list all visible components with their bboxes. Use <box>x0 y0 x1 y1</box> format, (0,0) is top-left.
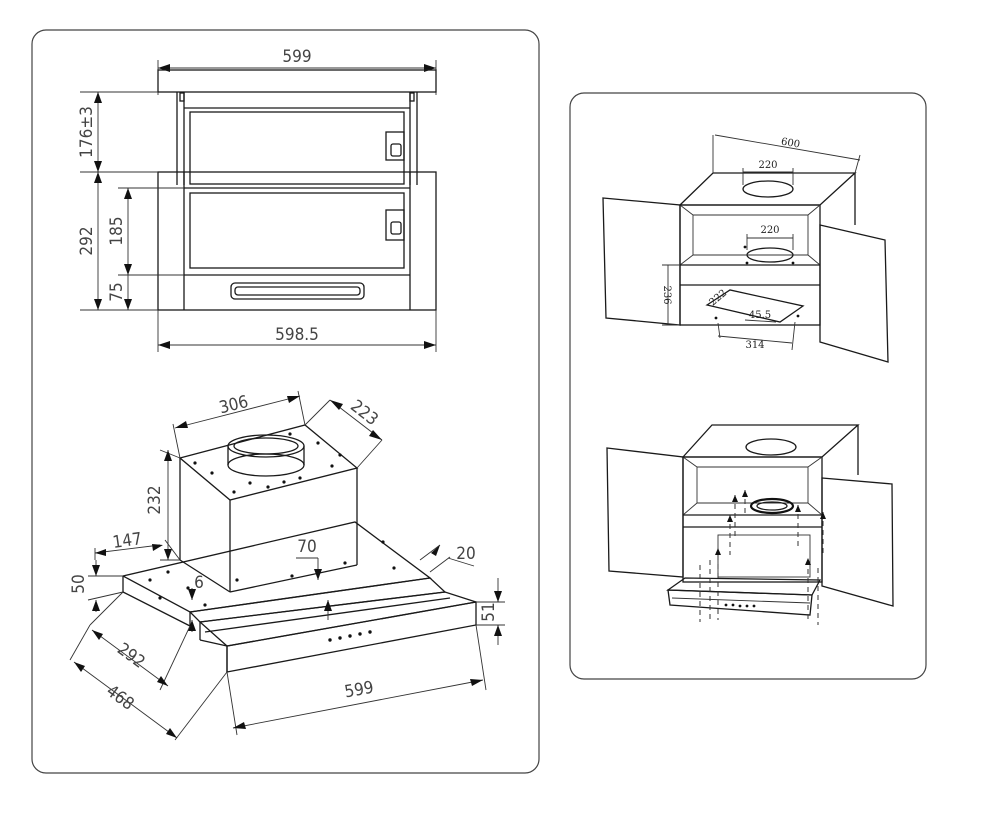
dim-offset-70: 70 <box>297 537 316 557</box>
dim-mid-height: 185 <box>107 216 127 245</box>
dim-front-height: 51 <box>479 602 499 621</box>
dim-width-bottom: 598.5 <box>275 325 319 345</box>
cabinet-install-view <box>606 424 894 625</box>
dim-top-height: 176±3 <box>77 106 97 158</box>
dim-offset-20: 20 <box>456 544 475 564</box>
dim-slot-314: 314 <box>745 340 764 351</box>
dim-shelf-hole: 220 <box>760 225 779 236</box>
dim-bottom-height: 75 <box>107 282 127 301</box>
dim-top-hole: 220 <box>758 160 777 171</box>
cabinet-top-view: 220 220 600 236 314 222 45.5 <box>602 134 889 363</box>
dim-slot-45-5: 45.5 <box>749 310 771 321</box>
left-panel <box>31 29 540 774</box>
dim-body-height: 50 <box>69 574 89 593</box>
dim-motor-height: 232 <box>145 485 165 514</box>
dim-width-top: 599 <box>282 47 311 67</box>
dim-total-height: 292 <box>77 226 97 255</box>
right-panel <box>569 92 927 680</box>
front-view: 599 176±3 <box>77 47 437 352</box>
dim-cabinet-width: 600 <box>780 136 801 150</box>
dim-offset-6: 6 <box>194 573 204 593</box>
dim-offset-147: 147 <box>111 529 143 553</box>
dim-cabinet-height: 236 <box>661 285 672 304</box>
iso-view: 306 223 232 147 70 20 <box>69 390 505 741</box>
dim-width-599: 599 <box>343 678 375 703</box>
